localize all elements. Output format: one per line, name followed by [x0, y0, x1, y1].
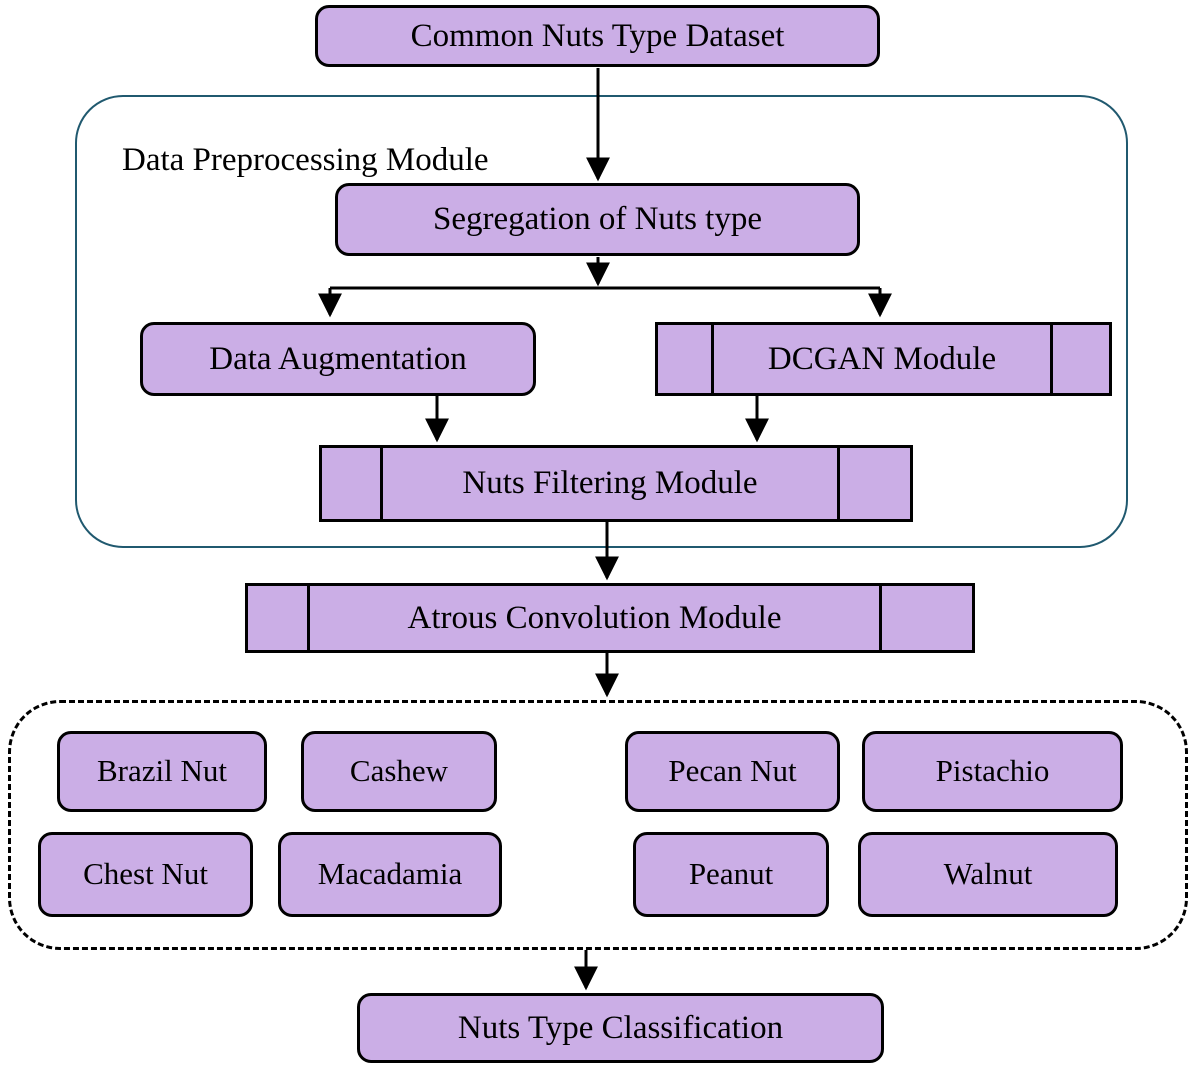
- node-class-pistachio: Pistachio: [862, 731, 1123, 812]
- node-nuts-filtering-module: Nuts Filtering Module: [319, 445, 913, 522]
- node-atrous-convolution-module: Atrous Convolution Module: [245, 583, 975, 653]
- nut-classes-dashed-container: [8, 700, 1188, 950]
- node-class-pecan-nut: Pecan Nut: [625, 731, 840, 812]
- filtering-right-bar: [837, 448, 910, 519]
- data-preprocessing-label: Data Preprocessing Module: [122, 142, 489, 178]
- dcgan-right-bar: [1050, 325, 1109, 393]
- node-common-nuts-dataset: Common Nuts Type Dataset: [315, 5, 880, 67]
- dcgan-label: DCGAN Module: [767, 340, 997, 377]
- node-class-cashew: Cashew: [301, 731, 497, 812]
- filtering-left-bar: [322, 448, 383, 519]
- node-class-walnut: Walnut: [858, 832, 1118, 917]
- filtering-label: Nuts Filtering Module: [462, 465, 758, 501]
- node-class-brazil-nut: Brazil Nut: [57, 731, 267, 812]
- node-data-augmentation: Data Augmentation: [140, 322, 536, 396]
- node-nuts-type-classification: Nuts Type Classification: [357, 993, 884, 1063]
- atrous-label: Atrous Convolution Module: [407, 599, 782, 636]
- node-dcgan-module: DCGAN Module: [655, 322, 1112, 396]
- dcgan-left-bar: [658, 325, 714, 393]
- node-class-chest-nut: Chest Nut: [38, 832, 253, 917]
- atrous-left-bar: [248, 586, 310, 650]
- node-segregation: Segregation of Nuts type: [335, 183, 860, 256]
- node-class-macadamia: Macadamia: [278, 832, 502, 917]
- data-preprocessing-container: [75, 95, 1128, 548]
- node-class-peanut: Peanut: [633, 832, 829, 917]
- atrous-right-bar: [879, 586, 972, 650]
